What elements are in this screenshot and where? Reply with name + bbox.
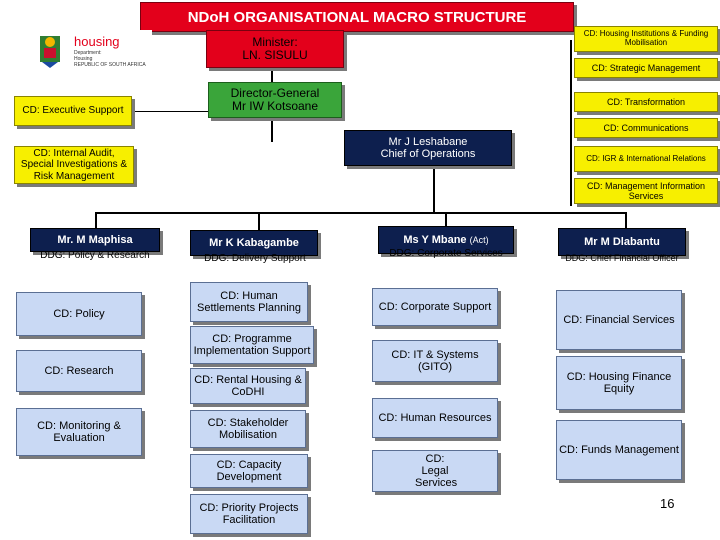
right-box-label: CD: Housing Institutions & Funding Mobil… [583,29,709,47]
unit-legal-services: CD: Legal Services [372,450,498,492]
logo-line1: Department: [74,50,102,56]
executive-support-label: CD: Executive Support [22,105,124,117]
unit-label: CD: Priority Projects Facilitation [199,501,299,526]
minister-label: Minister: [252,34,298,49]
coo-title: Chief of Operations [380,148,476,160]
director-general-box: Director-General Mr IW Kotsoane [208,82,342,118]
branch-head-3: Ms Y Mbane (Act) [378,226,514,254]
executive-support-box: CD: Executive Support [14,96,132,126]
unit-rental-housing: CD: Rental Housing & CoDHI [190,368,306,404]
right-box-housing-institutions: CD: Housing Institutions & Funding Mobil… [574,26,718,52]
unit-funds-management: CD: Funds Management [556,420,682,480]
unit-label: CD: Corporate Support [378,300,492,313]
unit-label: CD: Programme Implementation Support [193,332,311,357]
unit-label: CD: Policy [53,307,105,320]
coat-of-arms-icon [40,36,60,68]
unit-policy: CD: Policy [16,292,142,336]
dg-name: Mr IW Kotsoane [231,99,319,113]
unit-priority-projects: CD: Priority Projects Facilitation [190,494,308,534]
unit-label: CD: Stakeholder Mobilisation [207,416,289,441]
connector-branch-4 [625,212,627,228]
branch-head-name: Ms Y Mbane (Act) [403,234,488,246]
unit-housing-finance-equity: CD: Housing Finance Equity [556,356,682,410]
connector-right-column [570,40,572,206]
internal-audit-box: CD: Internal Audit, Special Investigatio… [14,146,134,184]
branch-head-suffix: (Act) [469,234,489,245]
branch-head-2: Mr K Kabagambe [190,230,318,256]
branch-head-name-text: Ms Y Mbane [403,233,467,246]
right-box-label: CD: Transformation [606,96,686,107]
unit-label: CD: Rental Housing & CoDHI [194,373,302,398]
right-box-igr: CD: IGR & International Relations [574,146,718,172]
coo-box: Mr J Leshabane Chief of Operations [344,130,512,166]
branch-ddg-1: DDG: Policy & Research [40,250,150,261]
page-number: 16 [660,496,675,511]
internal-audit-label: CD: Internal Audit, Special Investigatio… [20,148,128,182]
connector-branch-2 [258,212,260,230]
logo-line3: REPUBLIC OF SOUTH AFRICA [74,62,146,68]
unit-label: CD: Human Resources [378,411,492,424]
connector-exec-support [132,111,208,112]
unit-label: CD: Financial Services [563,313,675,326]
unit-label: CD: IT & Systems (GITO) [391,348,479,373]
branch-head-name: Mr M Dlabantu [584,235,660,248]
branch-ddg-2: DDG: Delivery Support [204,253,306,264]
unit-corporate-support: CD: Corporate Support [372,288,498,326]
right-box-transformation: CD: Transformation [574,92,718,112]
connector-branch-1 [95,212,97,228]
unit-label: CD: Housing Finance Equity [566,370,672,395]
branch-head-name: Mr K Kabagambe [209,236,299,249]
unit-stakeholder-mobilisation: CD: Stakeholder Mobilisation [190,410,306,448]
department-logo: housing Department: Housing REPUBLIC OF … [32,30,152,72]
unit-label: CD: Monitoring & Evaluation [37,419,121,444]
right-box-label: CD: Strategic Management [591,62,701,73]
branch-ddg-4: DDG: Chief Financial Officer [565,253,679,263]
unit-label: CD: Funds Management [559,443,679,456]
right-box-label: CD: Communications [603,122,689,133]
branch-head-4: Mr M Dlabantu [558,228,686,256]
chart-title: NDoH ORGANISATIONAL MACRO STRUCTURE [140,2,574,32]
unit-label: CD: Human Settlements Planning [197,289,301,314]
unit-programme-implementation: CD: Programme Implementation Support [190,326,314,364]
unit-research: CD: Research [16,350,142,392]
logo-line2: Housing [74,56,93,62]
unit-label: CD: Capacity Development [216,458,282,483]
right-box-communications: CD: Communications [574,118,718,138]
connector-minister-dg [271,68,273,82]
connector-coo-spine [433,166,435,214]
branch-ddg-3: DDG: Corporate Services [389,248,503,259]
unit-it-systems: CD: IT & Systems (GITO) [372,340,498,382]
minister-name: LN. SISULU [242,48,308,62]
unit-financial-services: CD: Financial Services [556,290,682,350]
right-box-management-information: CD: Management Information Services [574,178,718,204]
right-box-label: CD: IGR & International Relations [586,153,706,163]
unit-capacity-development: CD: Capacity Development [190,454,308,488]
branch-head-1: Mr. M Maphisa [30,228,160,252]
unit-human-resources: CD: Human Resources [372,398,498,438]
connector-branch-3 [445,212,447,226]
branch-head-name: Mr. M Maphisa [57,233,133,246]
right-box-label: CD: Management Information Services [586,180,706,201]
connector-branch-bar [95,212,625,214]
right-box-strategic-management: CD: Strategic Management [574,58,718,78]
unit-monitoring-evaluation: CD: Monitoring & Evaluation [16,408,142,456]
unit-human-settlements-planning: CD: Human Settlements Planning [190,282,308,322]
minister-box: Minister: LN. SISULU [206,30,344,68]
unit-label: CD: Legal Services [415,452,458,490]
logo-word: housing [74,34,120,49]
unit-label: CD: Research [44,364,114,377]
dg-label: Director-General [230,85,320,100]
connector-dg-coo [271,118,273,142]
coo-name: Mr J Leshabane [388,135,468,148]
